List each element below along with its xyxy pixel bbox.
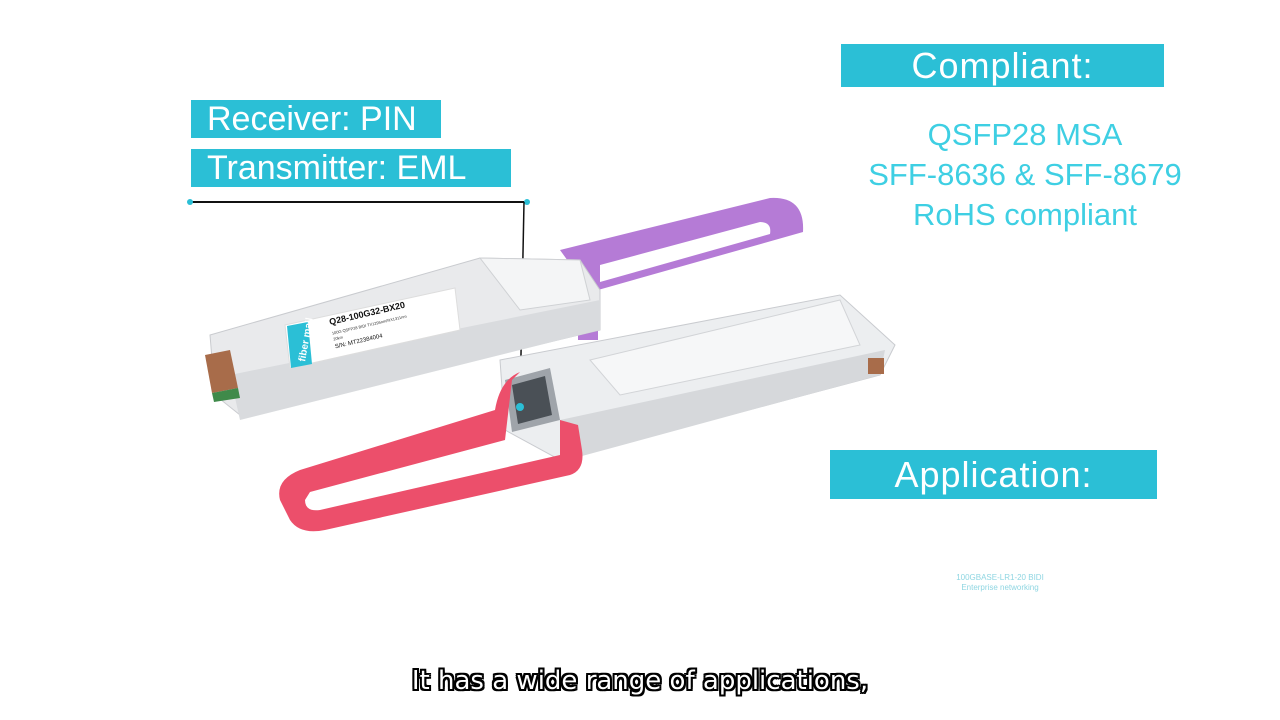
application-list: 100GBASE-LR1-20 BIDI Enterprise networki…	[900, 573, 1100, 593]
back-module	[205, 197, 804, 420]
video-subtitle: It has a wide range of applications,	[411, 666, 869, 696]
application-heading: Application:	[830, 450, 1157, 499]
application-item: 100GBASE-LR1-20 BIDI	[956, 573, 1044, 582]
standard-item: SFF-8636 & SFF-8679	[868, 157, 1182, 192]
compliant-standards-list: QSFP28 MSA SFF-8636 & SFF-8679 RoHS comp…	[820, 115, 1230, 235]
receiver-label: Receiver: PIN	[191, 100, 441, 138]
standard-item: RoHS compliant	[913, 197, 1137, 232]
transmitter-label: Transmitter: EML	[191, 149, 511, 187]
standard-item: QSFP28 MSA	[927, 117, 1123, 152]
front-module	[279, 294, 896, 532]
compliant-heading: Compliant:	[841, 44, 1164, 87]
module-label	[284, 287, 461, 369]
application-item: Enterprise networking	[961, 583, 1039, 592]
